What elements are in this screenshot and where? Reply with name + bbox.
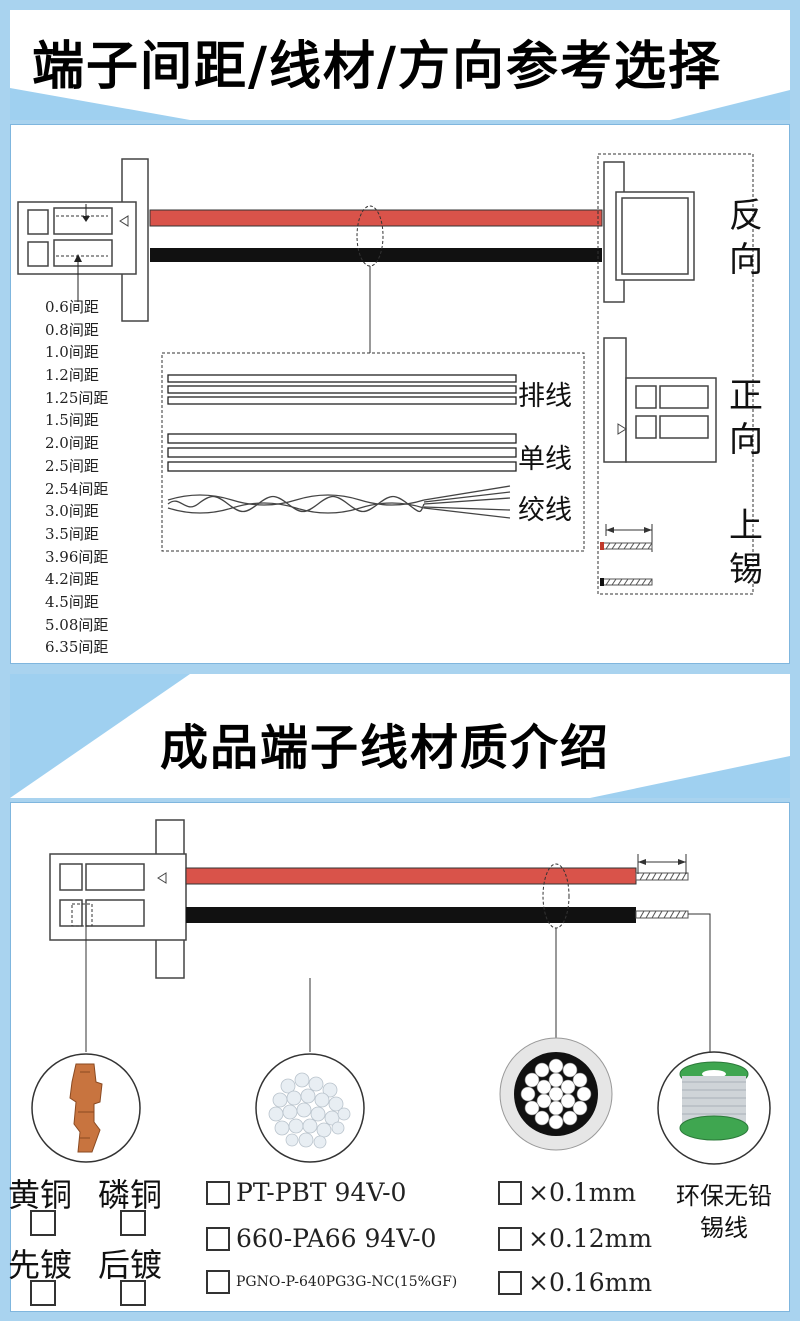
pitch-option: 2.5间距 <box>45 456 99 475</box>
wire-diagram-1 <box>17 153 754 595</box>
housing-pbt-label: PT-PBT 94V-0 <box>236 1178 407 1207</box>
orientation-tinned-label: 上锡 <box>729 506 763 590</box>
conductor-0-16-checkbox[interactable] <box>498 1270 522 1295</box>
wire-type-single-label: 单线 <box>518 444 572 475</box>
section-title-1: 端子间距/线材/方向参考选择 <box>32 36 722 97</box>
conductor-0-1-checkbox[interactable] <box>498 1180 522 1205</box>
flat-cable-icon <box>167 374 517 405</box>
material-phosphor-copper-label: 磷铜 <box>98 1176 163 1214</box>
pitch-option: 0.8间距 <box>45 320 99 339</box>
red-wire <box>149 209 603 227</box>
left-connector <box>17 158 149 322</box>
single-wire-icon <box>167 433 517 472</box>
wire-diagram-2 <box>31 819 771 1165</box>
header-banner-1 <box>10 10 790 120</box>
pitch-option: 3.96间距 <box>45 547 109 566</box>
conductor-0-12-label: ×0.12mm <box>528 1224 653 1253</box>
orientation-forward-label: 正向 <box>729 376 763 460</box>
banner-accent <box>10 674 190 798</box>
housing-gf-label: PGNO-P-640PG3G-NC(15%GF) <box>236 1274 458 1290</box>
phosphor-copper-checkbox[interactable] <box>120 1210 146 1236</box>
pitch-option: 6.35间距 <box>45 638 109 657</box>
plating-pre-label: 先镀 <box>8 1246 73 1284</box>
section-title-2: 成品端子线材质介绍 <box>160 720 611 776</box>
pitch-option: 3.5间距 <box>45 524 99 543</box>
banner-accent <box>10 88 190 120</box>
solder-label: 环保无铅锡线 <box>676 1182 772 1242</box>
terminal-sample-icon <box>31 1053 141 1163</box>
red-wire <box>185 867 637 885</box>
housing-option-pa66[interactable]: 660-PA66 94V-0 <box>206 1224 436 1253</box>
pitch-option: 5.08间距 <box>45 615 109 634</box>
reverse-connector <box>603 161 695 303</box>
plating-post-label: 后镀 <box>98 1246 163 1284</box>
pin1-triangle-icon <box>157 872 167 884</box>
conductor-cross-section-icon <box>499 1037 613 1151</box>
pitch-option: 2.54间距 <box>45 479 109 498</box>
solder-spool-icon <box>657 1051 771 1165</box>
pin1-triangle-icon <box>119 215 129 227</box>
pitch-option: 0.6间距 <box>45 298 99 316</box>
forward-connector <box>603 337 717 463</box>
pitch-option: 1.25间距 <box>45 388 109 407</box>
pin1-triangle-icon <box>617 423 627 435</box>
conductor-option-0-1[interactable]: ×0.1mm <box>498 1178 636 1207</box>
housing-pa66-label: 660-PA66 94V-0 <box>236 1224 437 1253</box>
header-banner-2 <box>10 674 790 798</box>
housing-option-pbt[interactable]: PT-PBT 94V-0 <box>206 1178 406 1207</box>
banner-accent <box>670 90 790 120</box>
terminal-marker <box>71 903 93 927</box>
black-wire <box>186 907 636 923</box>
pitch-option: 4.5间距 <box>45 592 99 611</box>
pitch-option: 3.0间距 <box>45 502 99 521</box>
housing-pa66-checkbox[interactable] <box>206 1226 230 1251</box>
material-brass-label: 黄铜 <box>8 1176 73 1214</box>
tinned-wire-icon <box>600 524 653 586</box>
wire-type-flat-label: 排线 <box>518 381 572 412</box>
housing-pbt-checkbox[interactable] <box>206 1180 230 1205</box>
wire-type-box <box>161 352 585 552</box>
pitch-option: 1.5间距 <box>45 411 99 430</box>
housing-material-icon <box>255 1053 365 1163</box>
pre-plated-checkbox[interactable] <box>30 1280 56 1306</box>
solder-leader-line <box>688 913 711 1064</box>
black-wire <box>150 248 602 262</box>
conductor-0-12-checkbox[interactable] <box>498 1226 522 1251</box>
banner-accent <box>590 756 790 798</box>
twisted-wire-icon <box>167 485 511 519</box>
pitch-list: 0.6间距 0.8间距 1.0间距 1.2间距 1.25间距 1.5间距 2.0… <box>45 296 108 659</box>
housing-gf-checkbox[interactable] <box>206 1270 230 1294</box>
housing-option-gf[interactable]: PGNO-P-640PG3G-NC(15%GF) <box>206 1270 457 1294</box>
conductor-option-0-12[interactable]: ×0.12mm <box>498 1224 652 1253</box>
pitch-option: 2.0间距 <box>45 434 99 453</box>
pitch-option: 4.2间距 <box>45 570 99 589</box>
conductor-0-16-label: ×0.16mm <box>528 1268 653 1297</box>
pitch-option: 1.0间距 <box>45 343 99 362</box>
pitch-option: 1.2间距 <box>45 366 99 385</box>
conductor-0-1-label: ×0.1mm <box>528 1178 637 1207</box>
post-plated-checkbox[interactable] <box>120 1280 146 1306</box>
brass-checkbox[interactable] <box>30 1210 56 1236</box>
orientation-box <box>597 153 754 595</box>
conductor-option-0-16[interactable]: ×0.16mm <box>498 1268 652 1297</box>
finished-connector <box>49 819 187 979</box>
tinned-tip-icon <box>635 854 689 919</box>
orientation-reverse-label: 反向 <box>729 196 763 280</box>
wire-type-twisted-label: 绞线 <box>518 495 572 526</box>
